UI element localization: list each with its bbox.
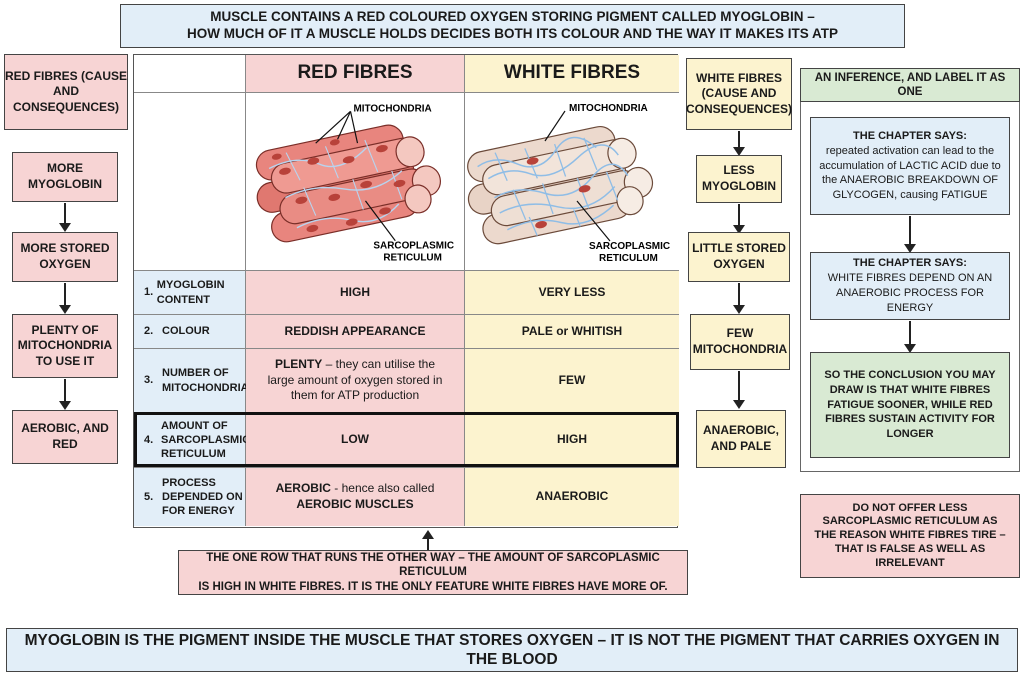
column-header-white-fibres: WHITE FIBRES: [465, 55, 679, 93]
note-box: THE ONE ROW THAT RUNS THE OTHER WAY – TH…: [178, 550, 688, 595]
red-flow-arrow-2: [59, 283, 71, 314]
label-mitochondria-red: MITOCHONDRIA: [354, 103, 432, 114]
bottom-banner: MYOGLOBIN IS THE PIGMENT INSIDE THE MUSC…: [6, 628, 1018, 672]
inference-header: AN INFERENCE, AND LABEL IT AS ONE: [800, 68, 1020, 102]
red-flow-step-3: PLENTY OF MITOCHONDRIA TO USE IT: [12, 314, 118, 378]
table-row-2-red: REDDISH APPEARANCE: [246, 315, 465, 349]
white-flow-step-4: ANAEROBIC, AND PALE: [696, 410, 786, 468]
red-flow-header: RED FIBRES (CAUSE AND CONSEQUENCES): [4, 54, 128, 130]
red-muscle-fibre-illustration: MITOCHONDRIA SARCOPLASMIC RETICULUM: [255, 103, 454, 263]
note-arrow-up: [422, 530, 434, 550]
table-row-3-red: PLENTY – they can utilise the large amou…: [246, 349, 465, 413]
table-row-4-feature: 4.AMOUNT OF SARCOPLASMIC RETICULUM: [134, 413, 250, 468]
label-sarco-red-line1: SARCOPLASMIC: [373, 240, 454, 251]
table-row-5-white: ANAEROBIC: [465, 468, 679, 526]
top-title: MUSCLE CONTAINS A RED COLOURED OXYGEN ST…: [120, 4, 905, 48]
table-row-3-white: FEW: [465, 349, 679, 413]
label-sarco-red-line2: RETICULUM: [383, 252, 442, 263]
white-flow-step-1: LESS MYOGLOBIN: [696, 155, 782, 203]
inference-box-1: THE CHAPTER SAYS: repeated activation ca…: [810, 117, 1010, 215]
white-flow-arrow-3: [733, 371, 745, 409]
white-flow-header: WHITE FIBRES (CAUSE AND CONSEQUENCES): [686, 58, 792, 130]
table-row-2-white: PALE or WHITISH: [465, 315, 679, 349]
comparison-table: RED FIBRES WHITE FIBRES: [133, 54, 679, 528]
inference-box-2: THE CHAPTER SAYS: WHITE FIBRES DEPEND ON…: [810, 252, 1010, 320]
top-title-line2: HOW MUCH OF IT A MUSCLE HOLDS DECIDES BO…: [186, 26, 838, 41]
column-header-red-fibres: RED FIBRES: [246, 55, 465, 93]
red-flow-arrow-3: [59, 379, 71, 410]
red-fibre-illustration-cell: MITOCHONDRIA SARCOPLASMIC RETICULUM: [246, 93, 465, 271]
label-sarco-white-line1: SARCOPLASMIC: [589, 241, 670, 252]
table-row-5-red: AEROBIC - hence also called AEROBIC MUSC…: [246, 468, 465, 526]
white-muscle-fibre-illustration: MITOCHONDRIA SARCOPLASMIC RETICULUM: [467, 103, 670, 264]
white-flow-step-2: LITTLE STORED OXYGEN: [688, 232, 790, 282]
red-fibre-bundle: [255, 124, 441, 242]
white-flow-arrow-0: [733, 131, 745, 156]
white-flow-arrow-1: [733, 204, 745, 234]
white-flow-step-3: FEW MITOCHONDRIA: [690, 314, 790, 370]
table-row-2-feature: 2.COLOUR: [134, 315, 246, 349]
illustration-blank-cell: [134, 93, 246, 271]
table-row-1-feature: 1.MYOGLOBIN CONTENT: [134, 271, 246, 315]
inference-arrow-2: [904, 321, 916, 353]
table-row-4-white: HIGH: [465, 413, 679, 468]
table-row-1-red: HIGH: [246, 271, 465, 315]
white-flow-arrow-2: [733, 283, 745, 314]
red-flow-step-1: MORE MYOGLOBIN: [12, 152, 118, 202]
note-line2: IS HIGH IN WHITE FIBRES. IT IS THE ONLY …: [198, 580, 668, 593]
table-corner-cell: [134, 55, 246, 93]
warning-box: DO NOT OFFER LESS SARCOPLASMIC RETICULUM…: [800, 494, 1020, 578]
red-flow-arrow-1: [59, 203, 71, 232]
table-row-5-feature: 5.PROCESS DEPENDED ON FOR ENERGY: [134, 468, 246, 526]
table-row-3-feature: 3.NUMBER OF MITOCHONDRIA: [134, 349, 249, 413]
table-row-1-white: VERY LESS: [465, 271, 679, 315]
top-title-line1: MUSCLE CONTAINS A RED COLOURED OXYGEN ST…: [210, 9, 815, 25]
red-flow-step-2: MORE STORED OXYGEN: [12, 232, 118, 282]
white-fibre-bundle: [467, 125, 654, 244]
label-mitochondria-white: MITOCHONDRIA: [569, 103, 648, 114]
inference-box-3: SO THE CONCLUSION YOU MAY DRAW IS THAT W…: [810, 352, 1010, 458]
label-sarco-white-line2: RETICULUM: [599, 253, 658, 264]
red-flow-step-4: AEROBIC, AND RED: [12, 410, 118, 464]
note-line1: THE ONE ROW THAT RUNS THE OTHER WAY – TH…: [206, 551, 660, 579]
inference-arrow-1: [904, 216, 916, 253]
white-fibre-illustration-cell: MITOCHONDRIA SARCOPLASMIC RETICULUM: [465, 93, 679, 271]
table-row-4-red: LOW: [246, 413, 465, 468]
